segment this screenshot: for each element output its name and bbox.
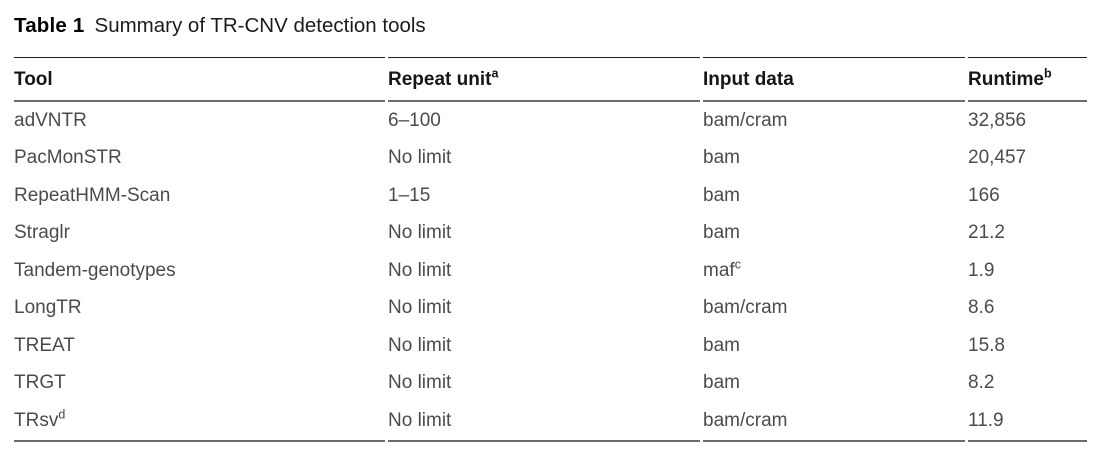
- table-header-row: Tool Repeat unita Input data Runtimeb: [14, 57, 1087, 102]
- tool-name: PacMonSTR: [14, 147, 122, 168]
- cell-repeat-unit: No limit: [388, 297, 452, 318]
- input-data-value: bam/cram: [703, 109, 788, 131]
- cell-repeat-unit: No limit: [388, 147, 452, 168]
- cell-repeat-unit: 6–100: [388, 109, 441, 131]
- cell-input-data: bam: [703, 140, 965, 178]
- cell-tool: Tandem-genotypes: [14, 252, 385, 290]
- cell-repeat-unit: No limit: [388, 402, 700, 442]
- cell-input-data: mafc: [703, 252, 965, 290]
- input-data-footnote: c: [734, 257, 741, 272]
- tool-name: Straglr: [14, 222, 70, 243]
- table-row: adVNTR 6–100 bam/cram 32,856: [14, 102, 1087, 140]
- tool-name: Tandem-genotypes: [14, 259, 176, 281]
- cell-repeat-unit: No limit: [388, 259, 452, 281]
- column-header-tool-label: Tool: [14, 69, 53, 90]
- cell-runtime: 20,457: [968, 147, 1027, 168]
- input-data-value: bam: [703, 222, 740, 243]
- table-body: adVNTR 6–100 bam/cram 32,856 PacMonSTR N…: [14, 102, 1087, 442]
- tool-name: TRGT: [14, 372, 66, 393]
- cell-tool: PacMonSTR: [14, 140, 385, 178]
- cell-runtime: 8.6: [968, 297, 995, 318]
- cell-repeat-unit: No limit: [388, 372, 452, 393]
- cell-repeat-unit: 1–15: [388, 184, 431, 206]
- cell-runtime: 15.8: [968, 334, 1005, 356]
- table-row: Straglr No limit bam 21.2: [14, 215, 1087, 253]
- cell-tool: Straglr: [14, 215, 385, 253]
- cell-runtime: 1.9: [968, 259, 995, 281]
- cell-runtime: 166: [968, 184, 1000, 206]
- tr-cnv-detection-tools-table: Tool Repeat unita Input data Runtimeb ad…: [11, 57, 1090, 442]
- table-row: Tandem-genotypes No limit mafc 1.9: [14, 252, 1087, 290]
- tool-name: adVNTR: [14, 109, 87, 131]
- cell-tool: LongTR: [14, 290, 385, 328]
- input-data-value: maf: [703, 259, 735, 281]
- table-caption: Table 1 Summary of TR-CNV detection tools: [14, 12, 1093, 39]
- table-row: RepeatHMM-Scan 1–15 bam 166: [14, 177, 1087, 215]
- cell-repeat-unit: No limit: [388, 222, 452, 243]
- input-data-value: bam/cram: [703, 409, 788, 431]
- column-header-repeat-unit: Repeat unita: [388, 57, 700, 102]
- input-data-value: bam: [703, 184, 740, 206]
- tool-name: TRsv: [14, 409, 59, 431]
- input-data-value: bam/cram: [703, 297, 788, 318]
- cell-runtime: 11.9: [968, 402, 1087, 442]
- cell-tool: TREAT: [14, 327, 385, 365]
- table-row: PacMonSTR No limit bam 20,457: [14, 140, 1087, 178]
- tool-name: RepeatHMM-Scan: [14, 184, 171, 206]
- cell-input-data: bam/cram: [703, 290, 965, 328]
- tool-footnote: d: [58, 407, 66, 422]
- cell-runtime: 21.2: [968, 222, 1005, 243]
- cell-repeat-unit: No limit: [388, 334, 452, 356]
- input-data-value: bam: [703, 372, 740, 393]
- column-header-tool: Tool: [14, 57, 385, 102]
- column-header-repeat-unit-label: Repeat unit: [388, 69, 492, 90]
- column-header-runtime-footnote: b: [1044, 66, 1052, 81]
- cell-runtime: 32,856: [968, 109, 1027, 131]
- table-caption-label: Table 1: [14, 14, 85, 37]
- cell-tool: adVNTR: [14, 102, 385, 140]
- cell-tool: TRsvd: [14, 402, 385, 442]
- cell-tool: TRGT: [14, 365, 385, 403]
- table-row: TRGT No limit bam 8.2: [14, 365, 1087, 403]
- cell-input-data: bam: [703, 215, 965, 253]
- cell-runtime: 8.2: [968, 372, 995, 393]
- cell-input-data: bam: [703, 365, 965, 403]
- table-row: LongTR No limit bam/cram 8.6: [14, 290, 1087, 328]
- column-header-input-data: Input data: [703, 57, 965, 102]
- column-header-input-data-label: Input data: [703, 69, 794, 90]
- cell-input-data: bam/cram: [703, 402, 965, 442]
- column-header-runtime-label: Runtime: [968, 69, 1044, 90]
- cell-tool: RepeatHMM-Scan: [14, 177, 385, 215]
- input-data-value: bam: [703, 334, 740, 356]
- table-row: TRsvd No limit bam/cram 11.9: [14, 402, 1087, 442]
- cell-input-data: bam: [703, 177, 965, 215]
- input-data-value: bam: [703, 147, 740, 168]
- table-caption-text: Summary of TR-CNV detection tools: [94, 14, 426, 37]
- column-header-runtime: Runtimeb: [968, 57, 1087, 102]
- tool-name: LongTR: [14, 297, 82, 318]
- table-row: TREAT No limit bam 15.8: [14, 327, 1087, 365]
- tool-name: TREAT: [14, 334, 75, 356]
- cell-input-data: bam: [703, 327, 965, 365]
- column-header-repeat-unit-footnote: a: [491, 66, 499, 81]
- cell-input-data: bam/cram: [703, 102, 965, 140]
